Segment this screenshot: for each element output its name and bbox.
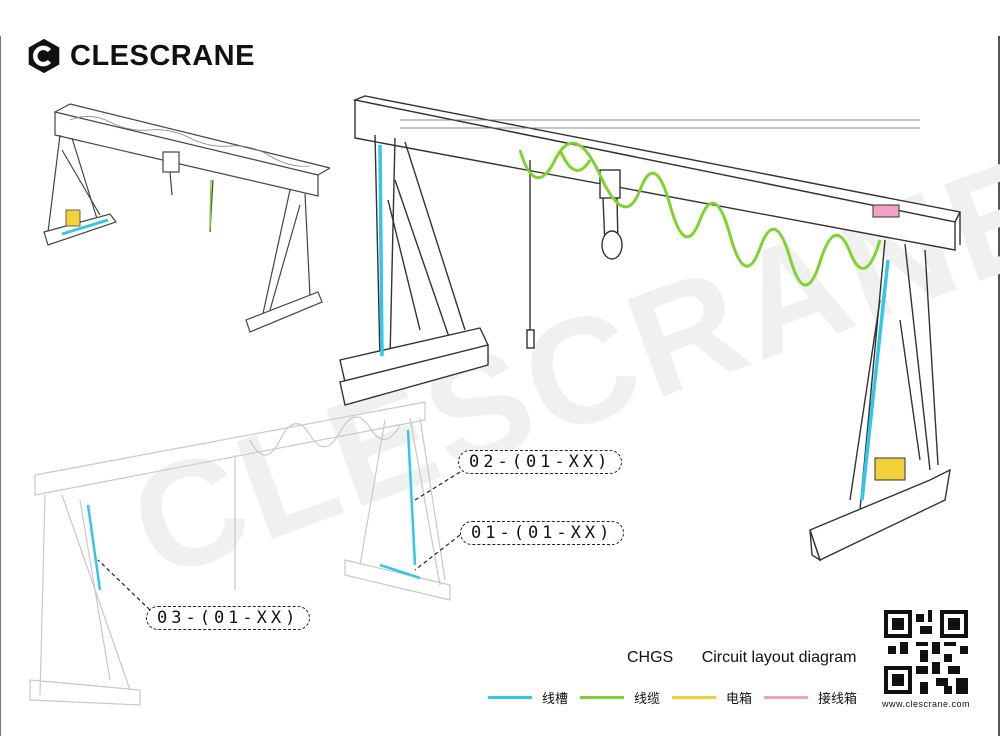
legend-label: 接线箱: [818, 691, 858, 706]
faded-crane-illustration: [29, 401, 451, 706]
legend-swatch: [580, 696, 625, 699]
diagram-name: Circuit layout diagram: [701, 649, 857, 666]
legend-swatch: [764, 696, 809, 699]
brand-name: CLESCRANE: [70, 39, 255, 72]
legend-item-trough: 线槽: [488, 688, 568, 707]
legend-label: 线缆: [634, 691, 661, 706]
callout-leaders: [97, 471, 461, 611]
legend-label: 线槽: [542, 691, 569, 706]
legend-item-junction-box: 接线箱: [764, 688, 857, 707]
legend: 线槽 线缆 电箱 接线箱: [488, 688, 869, 707]
callout-02: 02-(01-XX): [458, 450, 623, 474]
main-crane-illustration: [339, 95, 962, 562]
legend-item-cable: 线缆: [580, 688, 660, 707]
legend-swatch: [672, 696, 717, 699]
brand-logo: CLESCRANE: [26, 38, 255, 74]
legend-swatch: [488, 696, 532, 699]
diagram-title: CHGS Circuit layout diagram: [627, 649, 856, 667]
callout-01: 01-(01-XX): [460, 521, 625, 545]
legend-label: 电箱: [726, 691, 753, 706]
sheet-border-right: [998, 36, 1000, 736]
small-crane-illustration: [43, 103, 331, 333]
qr-code-icon: [884, 610, 968, 694]
sheet-border-left: [0, 36, 1, 736]
website-url: www.clescrane.com: [882, 699, 971, 709]
c-hexagon-icon: [28, 38, 60, 74]
callout-03: 03-(01-XX): [146, 606, 311, 630]
model-code: CHGS: [627, 649, 674, 666]
legend-item-electric-box: 电箱: [672, 688, 752, 707]
